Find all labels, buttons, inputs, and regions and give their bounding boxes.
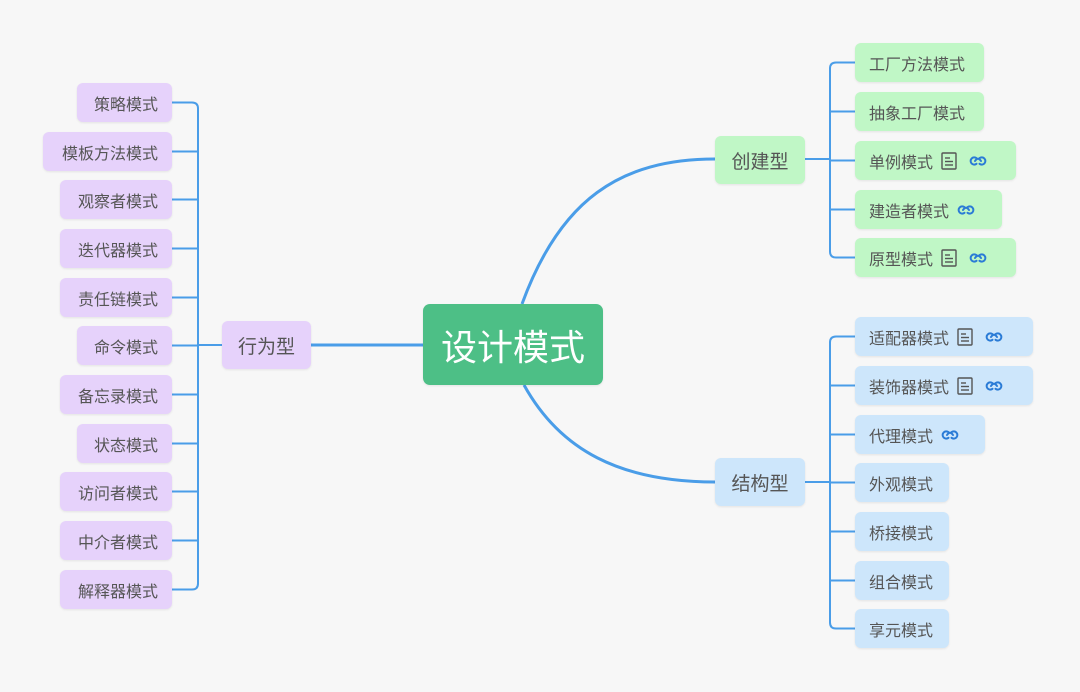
leaf-label: 外观模式: [869, 474, 934, 494]
leaf-node[interactable]: 适配器模式: [855, 317, 1033, 356]
leaf-node[interactable]: 抽象工厂模式: [855, 92, 984, 131]
root-label: 设计模式: [440, 327, 585, 369]
note-icon[interactable]: [957, 327, 973, 346]
leaf-label: 策略模式: [93, 94, 158, 114]
connector-structural-branch: [829, 335, 855, 343]
note-icon[interactable]: [941, 151, 957, 170]
connector-root-structural: [522, 384, 716, 484]
note-icon[interactable]: [957, 376, 973, 395]
leaf-node[interactable]: 模板方法模式: [43, 132, 172, 171]
leaf-label: 原型模式: [869, 249, 934, 269]
leaf-node[interactable]: 策略模式: [77, 83, 172, 122]
link-icon[interactable]: [957, 204, 975, 216]
leaf-label: 观察者模式: [77, 191, 158, 211]
leaf-node[interactable]: 单例模式: [855, 141, 1016, 180]
leaf-label: 组合模式: [869, 572, 934, 592]
branch-structural[interactable]: 结构型: [715, 458, 805, 506]
leaf-node[interactable]: 建造者模式: [855, 190, 1002, 229]
leaf-node[interactable]: 迭代器模式: [60, 229, 172, 268]
leaf-label: 桥接模式: [869, 523, 934, 543]
link-icon[interactable]: [985, 331, 1003, 343]
leaf-label: 适配器模式: [869, 328, 950, 348]
leaf-node[interactable]: 责任链模式: [60, 278, 172, 317]
leaf-node[interactable]: 桥接模式: [855, 512, 949, 551]
leaf-node[interactable]: 原型模式: [855, 238, 1016, 277]
leaf-label: 访问者模式: [77, 483, 158, 503]
leaf-node[interactable]: 备忘录模式: [60, 375, 172, 414]
leaf-label: 责任链模式: [77, 289, 158, 309]
link-icon[interactable]: [985, 380, 1003, 392]
leaf-label: 解释器模式: [77, 581, 158, 601]
leaf-icons: [957, 204, 975, 216]
branch-label: 结构型: [731, 472, 789, 495]
branch-creational[interactable]: 创建型: [715, 136, 805, 184]
leaf-label: 状态模式: [93, 435, 158, 455]
leaf-node[interactable]: 状态模式: [77, 424, 172, 463]
link-icon[interactable]: [969, 155, 987, 167]
leaf-icons: [941, 429, 959, 441]
leaf-node[interactable]: 工厂方法模式: [855, 43, 984, 82]
leaf-label: 单例模式: [869, 152, 934, 172]
leaf-node[interactable]: 外观模式: [855, 463, 949, 502]
link-icon[interactable]: [941, 429, 959, 441]
leaf-label: 工厂方法模式: [869, 54, 966, 74]
leaf-icons: [957, 376, 1003, 395]
leaf-label: 建造者模式: [869, 201, 950, 221]
leaf-node[interactable]: 观察者模式: [60, 180, 172, 219]
leaf-node[interactable]: 命令模式: [77, 326, 172, 365]
leaf-icons: [957, 327, 1003, 346]
connector-creational-branch: [829, 251, 855, 259]
leaf-label: 享元模式: [869, 620, 934, 640]
leaf-label: 中介者模式: [77, 532, 158, 552]
leaf-icons: [941, 151, 987, 170]
connector-creational-branch: [829, 61, 855, 69]
leaf-label: 装饰器模式: [869, 377, 950, 397]
leaf-node[interactable]: 访问者模式: [60, 472, 172, 511]
leaf-label: 迭代器模式: [77, 240, 158, 260]
branch-label: 创建型: [731, 150, 789, 173]
connector-root-creational: [520, 157, 716, 305]
leaf-node[interactable]: 中介者模式: [60, 521, 172, 560]
connector-behavioral-branch: [172, 101, 199, 109]
link-icon[interactable]: [969, 252, 987, 264]
connector-behavioral-branch: [172, 583, 199, 591]
leaf-node[interactable]: 组合模式: [855, 561, 949, 600]
leaf-node[interactable]: 享元模式: [855, 609, 949, 648]
leaf-node[interactable]: 装饰器模式: [855, 366, 1033, 405]
branch-behavioral[interactable]: 行为型: [222, 321, 311, 369]
leaf-label: 模板方法模式: [61, 143, 158, 163]
connector-structural-branch: [829, 622, 855, 630]
root-node[interactable]: 设计模式: [423, 304, 603, 385]
leaf-node[interactable]: 代理模式: [855, 415, 985, 454]
leaf-node[interactable]: 解释器模式: [60, 570, 172, 609]
leaf-label: 命令模式: [93, 337, 158, 357]
leaf-icons: [941, 248, 987, 267]
leaf-label: 抽象工厂模式: [869, 103, 966, 123]
branch-label: 行为型: [237, 335, 295, 358]
leaf-label: 备忘录模式: [77, 386, 158, 406]
note-icon[interactable]: [941, 248, 957, 267]
leaf-label: 代理模式: [869, 426, 934, 446]
